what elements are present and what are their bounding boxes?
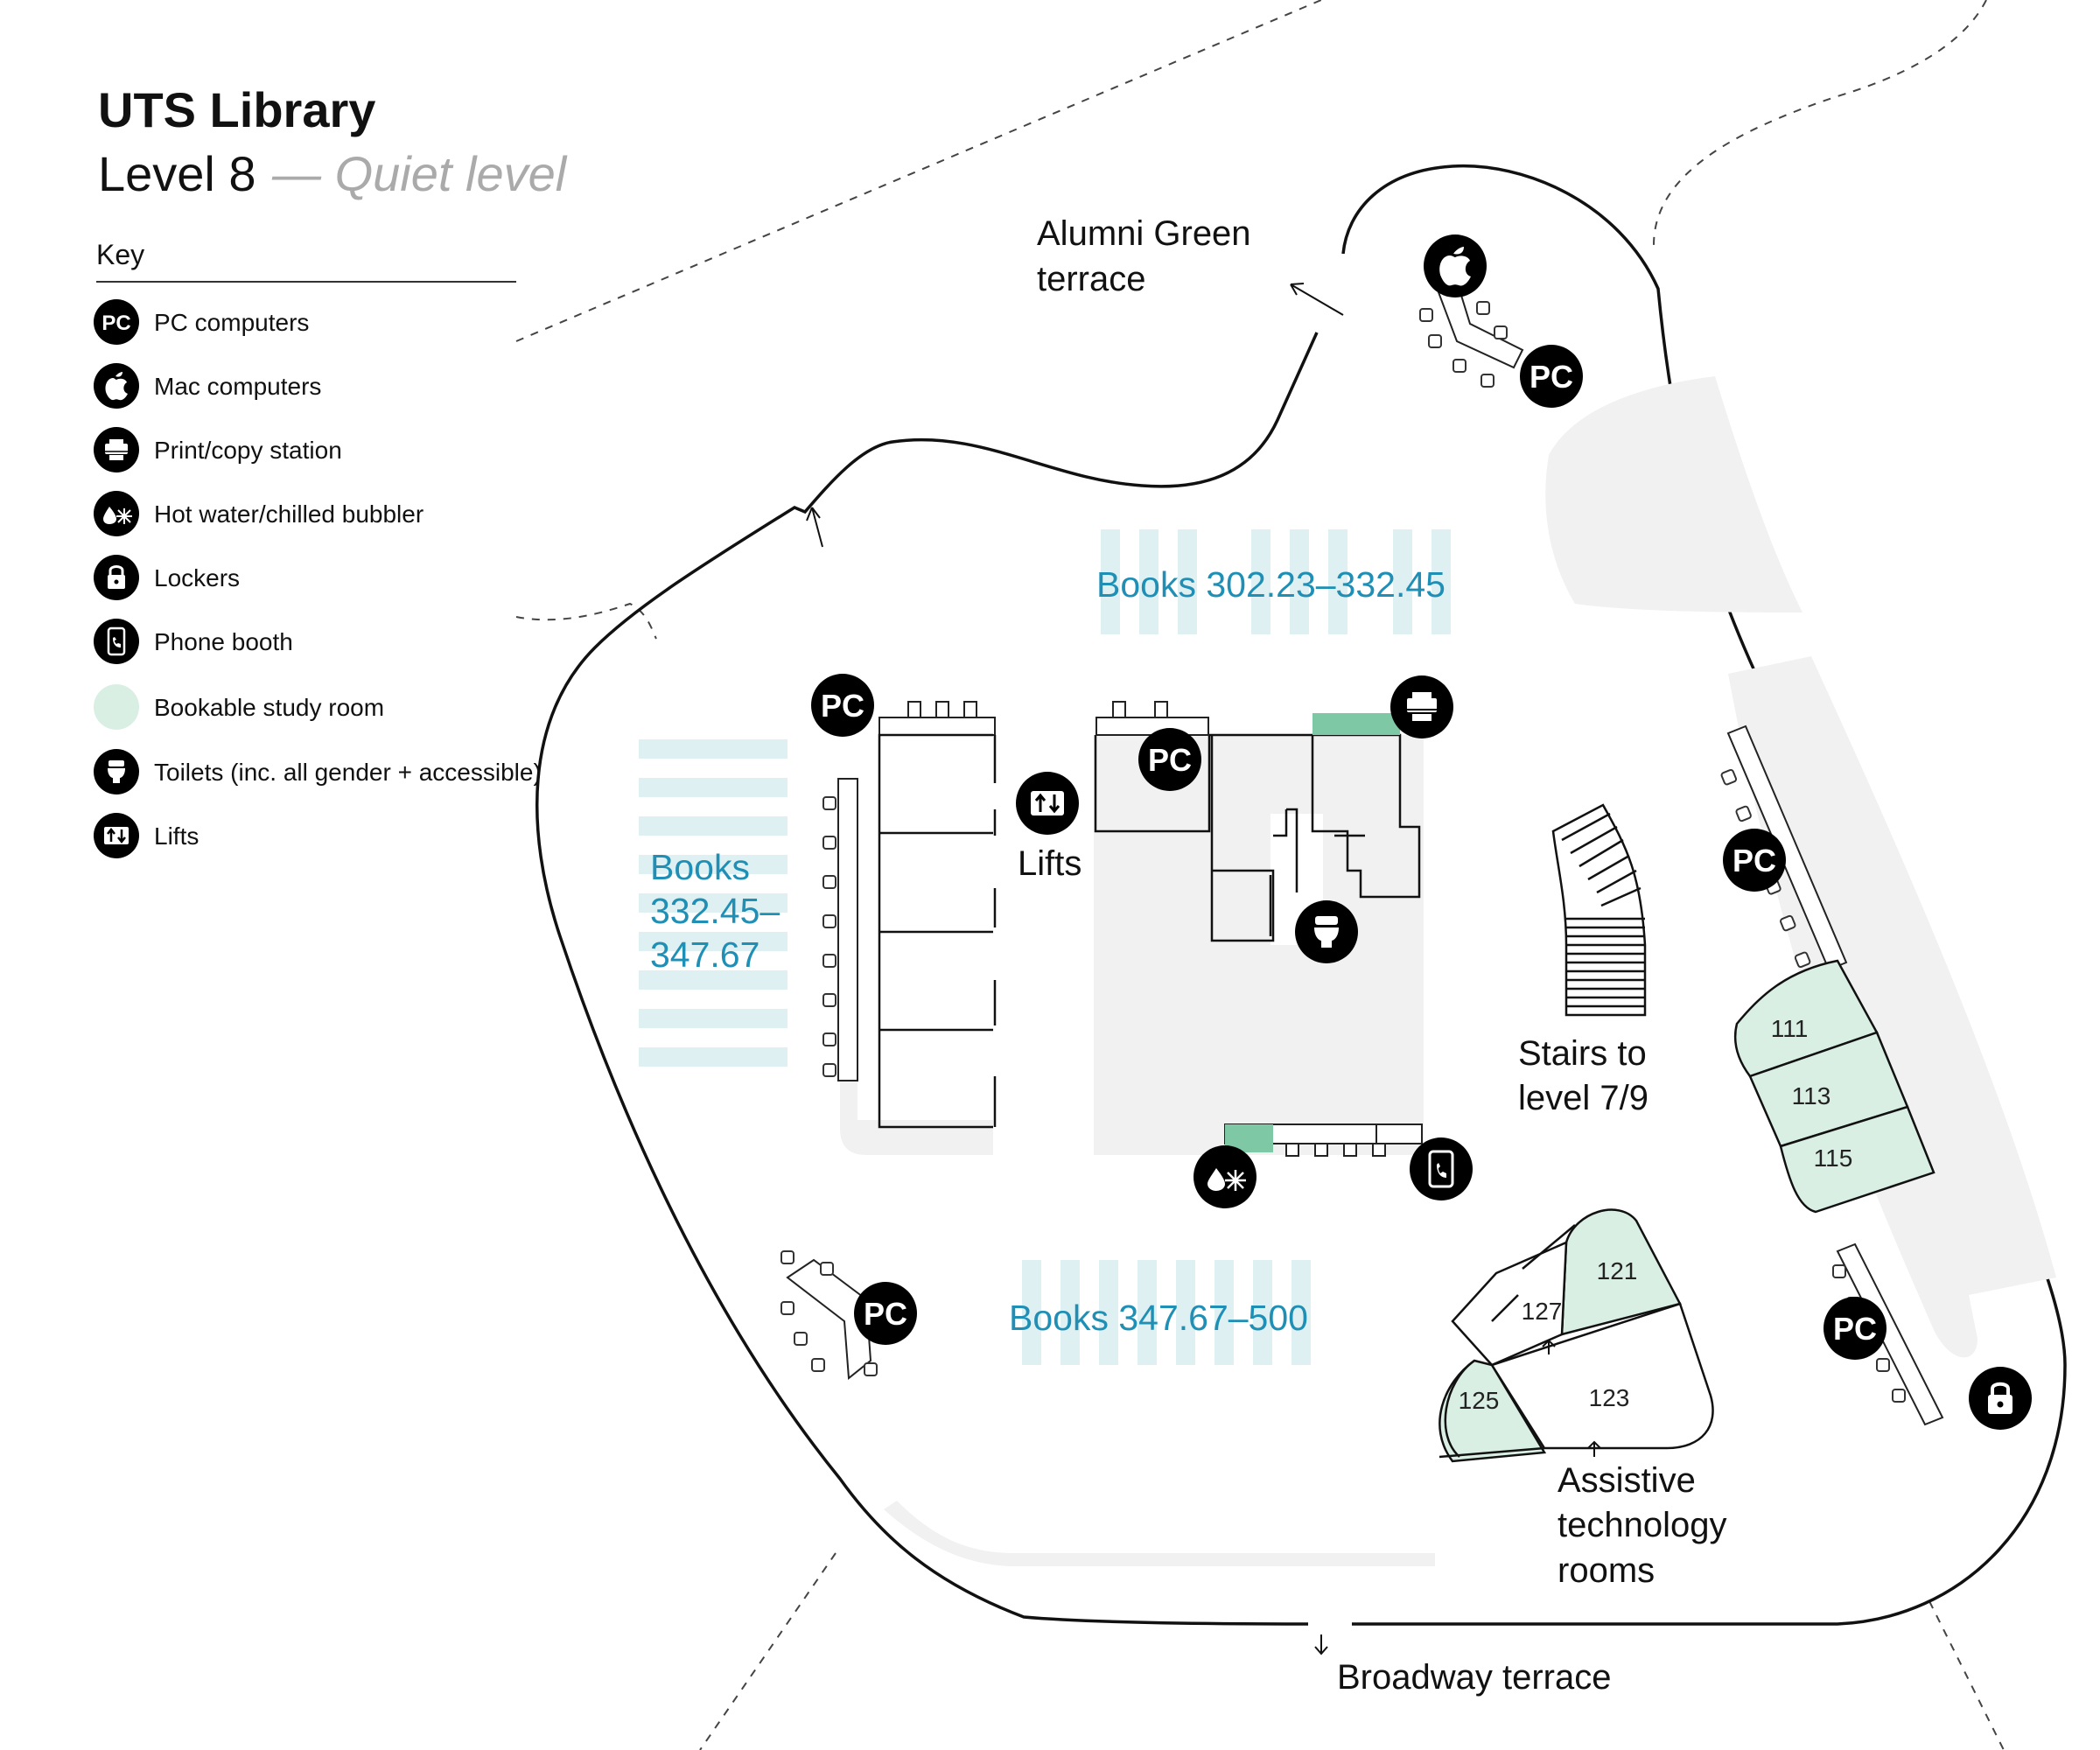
- books-west-line1: Books: [650, 847, 750, 887]
- stairs-label-line1: Stairs to: [1518, 1034, 1647, 1073]
- legend-label-water: Hot water/chilled bubbler: [154, 500, 424, 528]
- page-title: UTS Library: [98, 82, 375, 137]
- pc-icon[interactable]: [854, 1282, 917, 1345]
- alumni-terrace-line2: terrace: [1037, 260, 1146, 298]
- rooms-east: [1733, 959, 1936, 1214]
- legend-label-lifts: Lifts: [154, 822, 199, 850]
- broadway-terrace-label: Broadway terrace: [1337, 1658, 1611, 1697]
- east-desks-lower: [1832, 1242, 1944, 1426]
- room-113-label: 113: [1792, 1082, 1831, 1110]
- map-lift-icon[interactable]: [1016, 772, 1079, 835]
- assistive-label-line1: Assistive: [1558, 1461, 1696, 1500]
- east-desks-upper: [1719, 724, 1848, 971]
- lift-icon: [94, 813, 139, 858]
- map-printer-icon[interactable]: [1390, 676, 1453, 738]
- room-111-label: 111: [1771, 1015, 1809, 1042]
- rooms-south-east: [1438, 1208, 1714, 1463]
- legend-heading: Key: [96, 239, 144, 270]
- legend-item-toilets: Toilets (inc. all gender + accessible): [94, 749, 542, 794]
- legend-item-study-room: Bookable study room: [94, 684, 384, 730]
- phone-booth-icon: [94, 619, 139, 664]
- walkways: [840, 376, 2056, 1566]
- printer-icon: [94, 427, 139, 472]
- legend-label-study-room: Bookable study room: [154, 694, 384, 721]
- study-room-swatch: [94, 684, 139, 730]
- legend-item-lifts: Lifts: [94, 813, 199, 858]
- pc-icon[interactable]: [811, 674, 874, 737]
- water-bubbler-icon: [94, 491, 139, 536]
- map-phone-booth-icon[interactable]: [1410, 1138, 1473, 1200]
- assistive-label-line3: rooms: [1558, 1551, 1655, 1590]
- map-header: UTS Library Level 8 — Quiet level: [98, 82, 568, 201]
- pc-icon[interactable]: [1723, 829, 1786, 892]
- level-label: Level 8: [98, 146, 256, 201]
- legend-label-pc: PC computers: [154, 309, 309, 336]
- pc-cluster-southwest: [780, 1250, 878, 1380]
- level-subtitle: — Quiet level: [271, 146, 568, 201]
- room-123-label: 123: [1589, 1384, 1630, 1411]
- legend-item-pc: PC PC computers: [94, 299, 309, 345]
- legend-item-water: Hot water/chilled bubbler: [94, 491, 424, 536]
- alumni-terrace-line1: Alumni Green: [1037, 214, 1251, 253]
- books-west-line3: 347.67: [650, 934, 760, 975]
- lifts-label: Lifts: [1018, 844, 1082, 883]
- room-121-label: 121: [1597, 1257, 1638, 1284]
- staircase: [1551, 803, 1647, 1017]
- books-south-label: Books 347.67–500: [1009, 1298, 1308, 1338]
- entrance-arrows: [806, 283, 1344, 1656]
- room-127-label: 127: [1522, 1298, 1563, 1325]
- legend: Key PC PC computers Mac computers: [94, 239, 542, 858]
- pc-icon[interactable]: [1138, 728, 1201, 791]
- books-west-line2: 332.45–: [650, 891, 780, 931]
- legend-item-lockers: Lockers: [94, 555, 240, 600]
- books-north-label: Books 302.23–332.45: [1096, 564, 1446, 605]
- shelves-south: [1022, 1260, 1311, 1365]
- map-toilet-icon[interactable]: [1295, 900, 1358, 963]
- south-counter: [1224, 1124, 1423, 1157]
- legend-item-print: Print/copy station: [94, 427, 342, 472]
- shelves-west: [639, 739, 788, 1067]
- core-green-strip: [1312, 713, 1400, 735]
- west-study-desks: [822, 701, 996, 1082]
- toilet-icon: [94, 749, 139, 794]
- assistive-label-line2: technology: [1558, 1506, 1726, 1544]
- room-arrows: [1542, 1339, 1601, 1457]
- pc-icon[interactable]: [1520, 345, 1583, 408]
- legend-label-print: Print/copy station: [154, 437, 342, 464]
- legend-label-phone: Phone booth: [154, 628, 293, 655]
- legend-item-phone: Phone booth: [94, 619, 293, 664]
- study-carrels: [878, 733, 997, 1129]
- lock-icon: [94, 555, 139, 600]
- apple-icon: [94, 363, 139, 409]
- legend-label-lockers: Lockers: [154, 564, 240, 592]
- legend-label-toilets: Toilets (inc. all gender + accessible): [154, 759, 542, 786]
- pc-icon[interactable]: [1824, 1297, 1886, 1360]
- svg-text:PC: PC: [102, 312, 130, 335]
- map-water-bubbler-icon[interactable]: [1194, 1145, 1256, 1208]
- legend-label-mac: Mac computers: [154, 373, 321, 400]
- map-mac-icon[interactable]: [1424, 234, 1487, 298]
- room-115-label: 115: [1814, 1144, 1853, 1172]
- central-core: [1094, 701, 1421, 942]
- legend-item-mac: Mac computers: [94, 363, 321, 409]
- shelves-north: [1101, 529, 1451, 634]
- room-125-label: 125: [1459, 1387, 1500, 1414]
- pc-icon: PC: [94, 299, 139, 345]
- map-lock-icon[interactable]: [1969, 1367, 2032, 1430]
- stairs-label-line2: level 7/9: [1518, 1079, 1648, 1117]
- level-heading: Level 8 — Quiet level: [98, 146, 568, 201]
- outdoor-boundaries: [515, 0, 2005, 1750]
